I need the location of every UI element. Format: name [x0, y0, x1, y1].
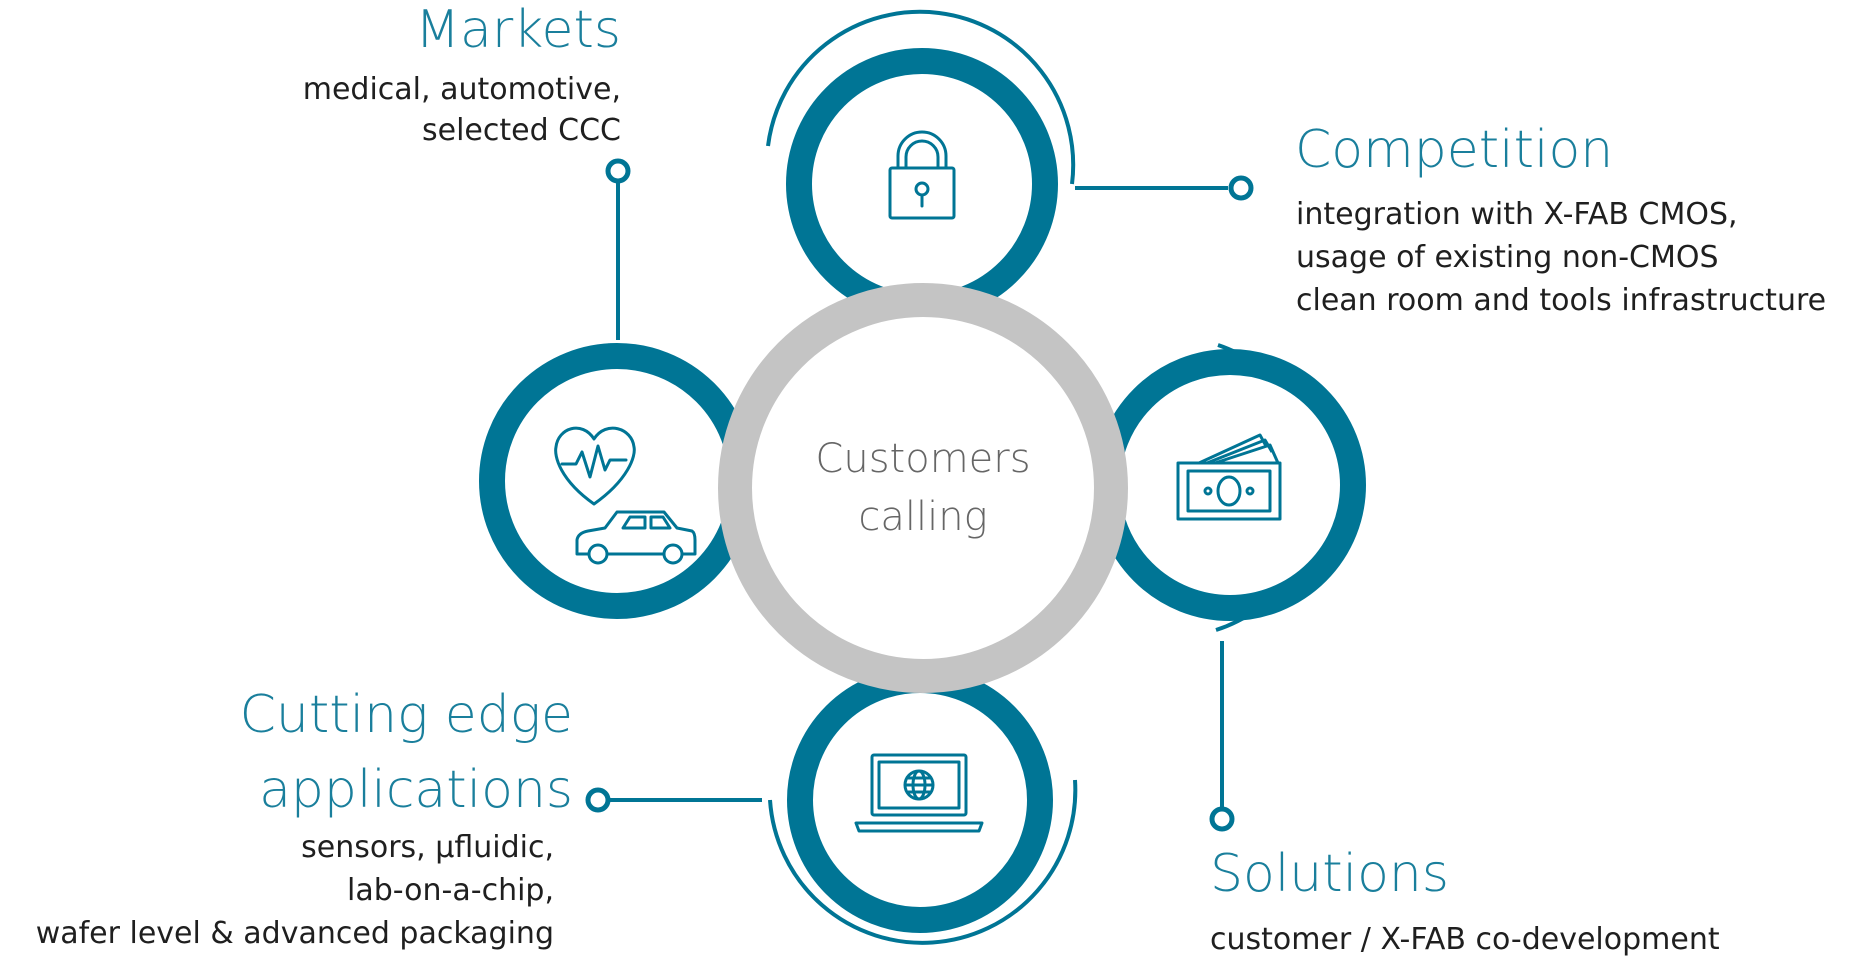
top-outer-arc	[766, 9, 1076, 185]
bottom-outer-arc	[768, 779, 1078, 945]
solutions-title: Solutions	[1210, 844, 1449, 904]
solutions-desc-line-1: customer / X-FAB co-development	[1210, 922, 1720, 957]
center-label-line-2: calling	[858, 494, 988, 540]
right-ring	[1094, 349, 1366, 621]
applications-desc-line-3: wafer level & advanced packaging	[35, 916, 554, 951]
laptop-globe-icon	[854, 753, 984, 833]
markets-desc-line-2: selected CCC	[421, 113, 621, 148]
center-label: Customers calling	[773, 430, 1073, 546]
competition-desc-line-1: integration with X-FAB CMOS,	[1296, 197, 1738, 232]
car-icon	[575, 510, 697, 565]
competition-dot	[1228, 175, 1254, 201]
applications-desc-line-2: lab-on-a-chip,	[347, 873, 554, 908]
connector-dots	[585, 158, 1254, 832]
center-ring	[718, 283, 1128, 693]
money-icon	[1176, 433, 1282, 521]
applications-desc-line-1: sensors, µfluidic,	[301, 830, 554, 865]
markets-desc-line-1: medical, automotive,	[302, 72, 621, 107]
markets-title: Markets	[415, 0, 621, 60]
competition-desc-line-2: usage of existing non-CMOS	[1296, 240, 1719, 275]
left-ring	[479, 343, 755, 619]
padlock-icon	[888, 130, 956, 220]
solutions-dot	[1209, 806, 1235, 832]
applications-title-line-2: applications	[259, 760, 573, 820]
markets-dot	[605, 158, 631, 184]
connector-lines	[610, 180, 1228, 808]
competition-desc-line-3: clean room and tools infrastructure	[1296, 283, 1827, 318]
applications-dot	[585, 787, 611, 813]
applications-title-line-1: Cutting edge	[239, 685, 573, 745]
competition-title: Competition	[1295, 120, 1614, 180]
center-label-line-1: Customers	[815, 436, 1031, 482]
heart-pulse-icon	[554, 426, 636, 506]
